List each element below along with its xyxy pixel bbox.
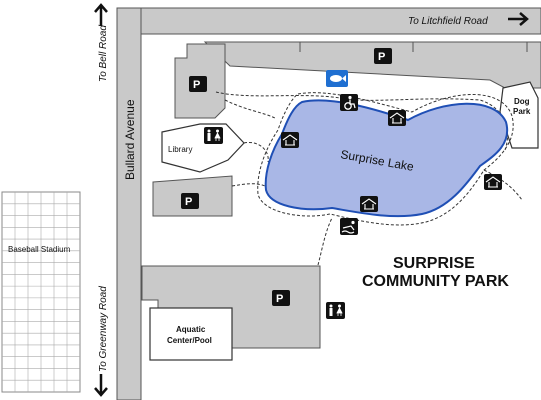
path-lake-loop: [257, 92, 514, 226]
picnic-shelter-icon: [388, 110, 406, 126]
svg-text:P: P: [193, 79, 200, 91]
picnic-shelter-icon: [360, 196, 378, 212]
bell-road-label: To Bell Road: [98, 25, 109, 82]
litchfield-road-label: To Litchfield Road: [408, 16, 488, 27]
baseball-stadium: [1, 191, 81, 393]
park-title-line-1: SURPRISE: [393, 255, 475, 272]
svg-text:P: P: [378, 51, 385, 63]
wheelchair-accessible-icon: [340, 94, 358, 111]
restroom-icon: [204, 127, 223, 144]
fishing-icon: [326, 70, 348, 87]
bullard-avenue-road: [116, 7, 142, 400]
parking-icon: P: [189, 76, 207, 92]
svg-text:P: P: [276, 293, 283, 305]
arrow-up-icon: [94, 3, 108, 26]
greenway-road-label: To Greenway Road: [98, 286, 109, 372]
swimming-icon: [340, 218, 358, 235]
baseball-stadium-grid: [2, 192, 80, 392]
bullard-avenue-label: Bullard Avenue: [123, 99, 137, 180]
north-parking-lot: [203, 41, 541, 89]
litchfield-road-connector: [140, 7, 541, 35]
aquatic-center-label-1: Aquatic: [176, 325, 206, 334]
svg-text:P: P: [185, 196, 192, 208]
arrow-icon: [508, 12, 529, 26]
baseball-stadium-label: Baseball Stadium: [8, 245, 71, 254]
parking-icon: P: [374, 48, 392, 64]
aquatic-center-building: [149, 307, 233, 361]
park-title-line-2: COMMUNITY PARK: [362, 273, 509, 290]
parking-icon: P: [272, 290, 290, 306]
restroom-icon: [326, 302, 345, 319]
library-label: Library: [168, 145, 192, 154]
picnic-shelter-icon: [281, 132, 299, 148]
library-building: [161, 123, 245, 173]
arrow-right-icon: [508, 12, 529, 26]
path-south-lot: [317, 217, 333, 266]
dog-park-area: [499, 81, 539, 149]
parking-icon: P: [181, 193, 199, 209]
path-mid-lot: [231, 183, 266, 187]
path-upper-lot: [224, 99, 276, 119]
surprise-lake: [264, 99, 509, 218]
picnic-shelter-icon: [484, 174, 502, 190]
path-library-lake: [243, 141, 269, 163]
dog-park-label-2: Park: [513, 107, 531, 116]
dog-park-label-1: Dog: [514, 97, 530, 106]
arrow-down-icon: [94, 374, 108, 397]
aquatic-center-label-2: Center/Pool: [167, 336, 212, 345]
